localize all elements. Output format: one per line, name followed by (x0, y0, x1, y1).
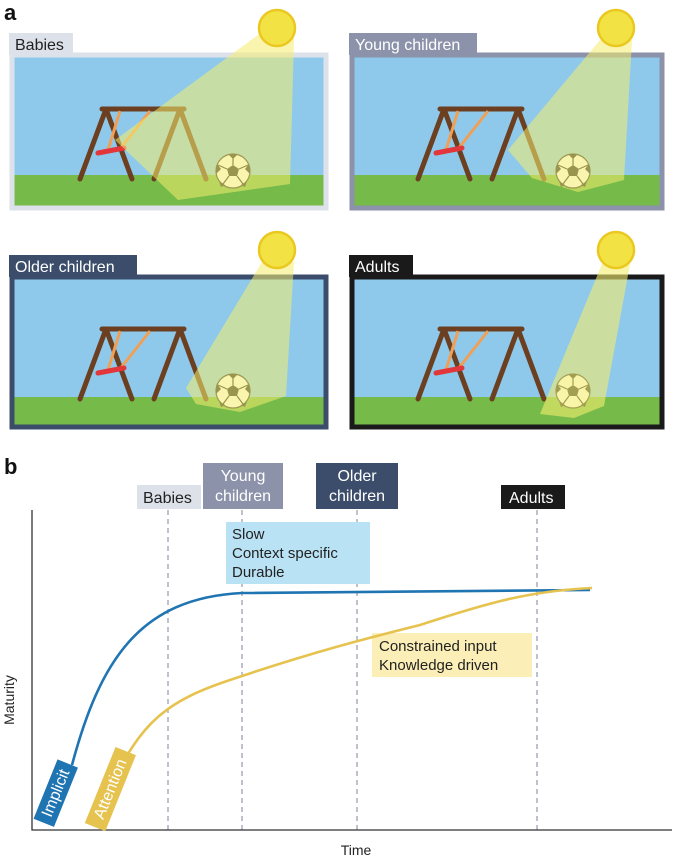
scene-babies: Babies (9, 8, 329, 211)
stage-box-babies (137, 485, 201, 509)
stage-label-older-2: children (329, 488, 385, 505)
attention-property-1: Constrained input (379, 638, 497, 655)
attention-spotlight (540, 264, 630, 418)
scene-title: Adults (355, 259, 399, 276)
x-axis-title: Time (341, 842, 372, 857)
sun-icon (257, 230, 297, 270)
implicit-tag: Implicit (33, 759, 78, 827)
implicit-properties-box (226, 522, 370, 584)
axes (31, 510, 672, 831)
attention-spotlight (186, 262, 294, 412)
sun-icon (596, 8, 636, 48)
sun-icon (596, 230, 636, 270)
scene-title: Older children (15, 259, 115, 276)
panel-a-label: a (4, 0, 17, 25)
stage-box-older (316, 463, 398, 509)
scene-older-children: Older children (9, 230, 329, 430)
grass (354, 397, 660, 425)
panel-b-label: b (4, 454, 17, 479)
y-axis-title: Maturity (1, 675, 17, 725)
attention-spotlight (115, 32, 294, 200)
stage-label-older-1: Older (337, 468, 377, 485)
grass (14, 397, 324, 425)
scene-title: Babies (15, 37, 64, 54)
stage-label-adults: Adults (509, 490, 553, 507)
sun-icon (257, 8, 297, 48)
stage-label-babies: Babies (143, 490, 192, 507)
implicit-property-1: Slow (232, 526, 265, 543)
implicit-property-3: Durable (232, 564, 285, 581)
attention-properties-box (372, 633, 532, 677)
attention-curve (108, 586, 593, 791)
attention-tag: Attention (84, 746, 136, 832)
attention-property-2: Knowledge driven (379, 657, 498, 674)
scene-adults: Adults (349, 230, 665, 430)
scene-title-box (9, 255, 137, 277)
stage-label-young-1: Young (221, 468, 266, 485)
attention-spotlight (508, 40, 632, 192)
scene-title-box (349, 255, 413, 277)
implicit-property-2: Context specific (232, 545, 338, 562)
implicit-curve (70, 588, 591, 766)
stage-label-young-2: children (215, 488, 271, 505)
scene-title-box (9, 33, 73, 55)
stage-box-young (203, 463, 283, 509)
scene-title-box (349, 33, 477, 55)
scene-young-children: Young children (349, 8, 665, 211)
stage-box-adults (501, 485, 565, 509)
scene-title: Young children (355, 37, 460, 54)
